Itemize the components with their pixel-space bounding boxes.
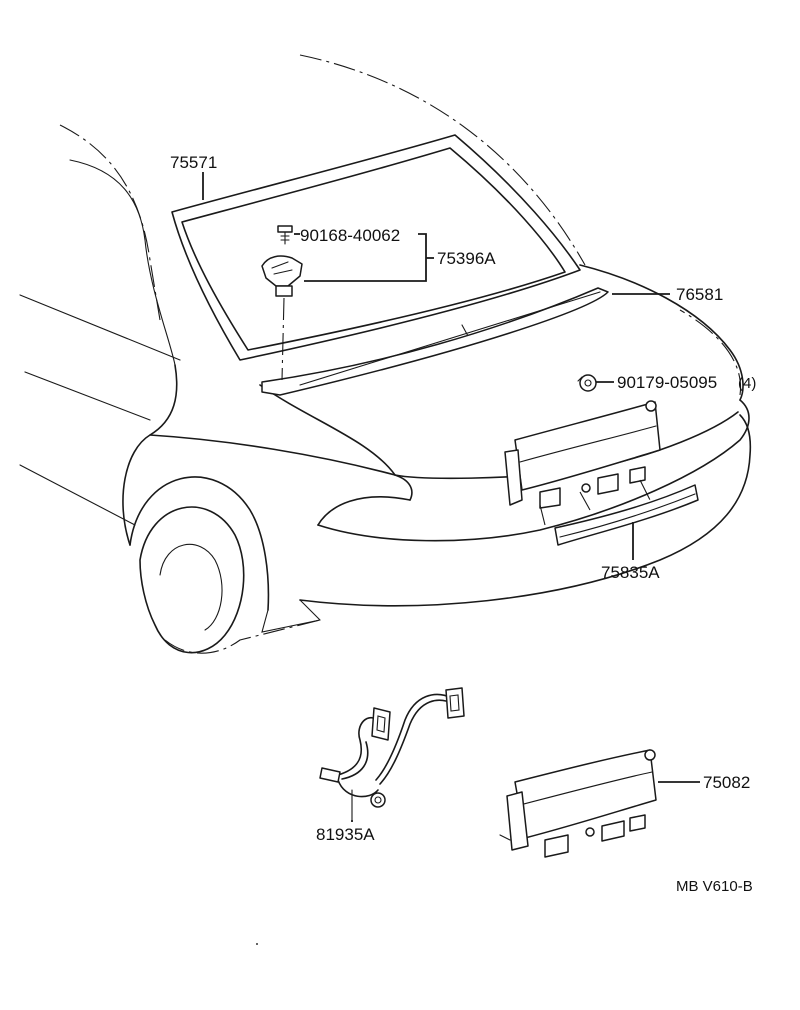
label-76581: 76581	[676, 285, 723, 304]
stray-dot	[256, 943, 258, 945]
bracket-assembly	[261, 225, 303, 381]
label-75835A: 75835A	[601, 563, 660, 582]
rear-reflector-strip	[554, 484, 699, 546]
label-quantity: (4)	[738, 375, 756, 392]
label-81935A: 81935A	[316, 825, 375, 844]
label-75082: 75082	[703, 773, 750, 792]
label-75571: 75571	[170, 153, 217, 172]
diagram-code: MB V610-B	[676, 878, 753, 895]
label-90179-05095: 90179-05095	[617, 373, 717, 392]
rear-lamp-assembly	[499, 749, 657, 858]
wire-harness	[319, 687, 465, 821]
rear-window-molding	[171, 134, 581, 361]
lamp-on-car	[504, 400, 661, 526]
label-75396A: 75396A	[437, 249, 496, 268]
nut-icon	[577, 374, 597, 392]
label-90168-40062: 90168-40062	[300, 226, 400, 245]
leader-lines	[202, 172, 700, 822]
high-mount-stop-lamp-strip	[261, 287, 609, 396]
